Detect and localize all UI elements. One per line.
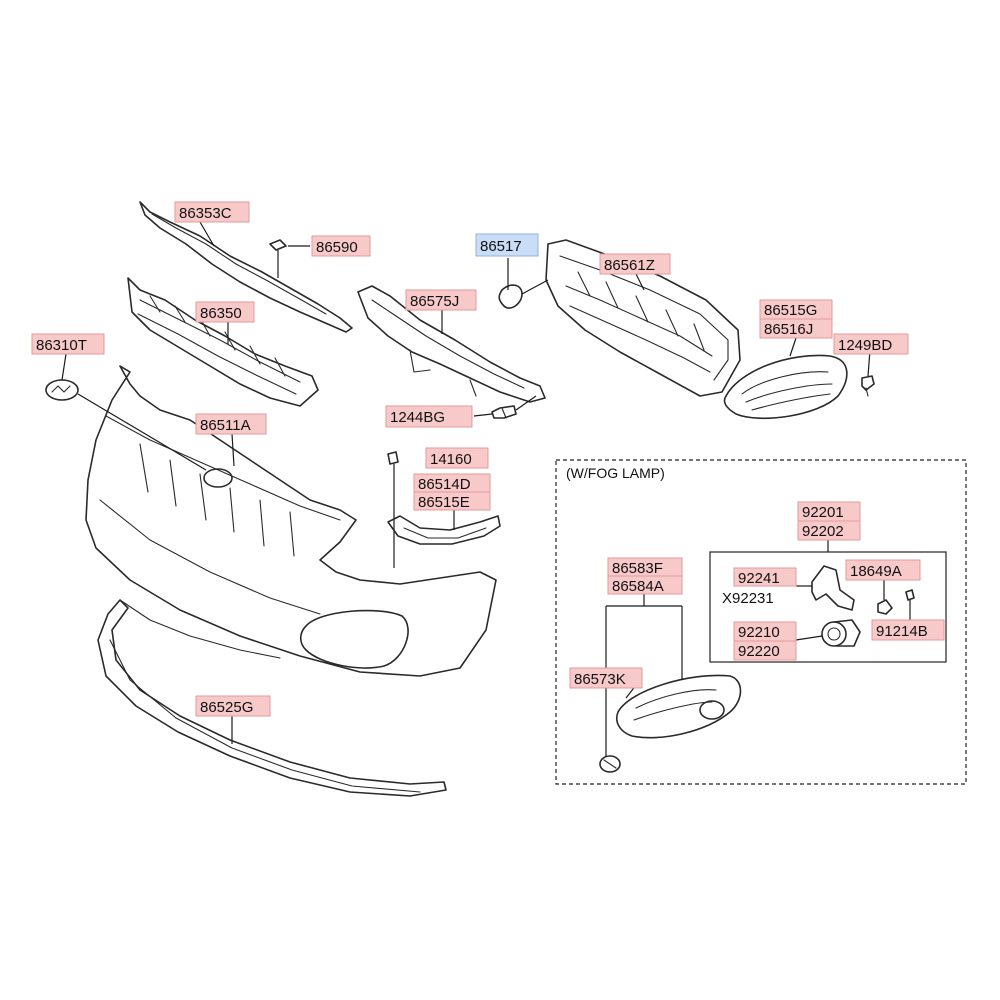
label-86590[interactable]: 86590 bbox=[311, 235, 371, 257]
label-86584A-text: 86584A bbox=[612, 578, 664, 595]
label-86353C-text: 86353C bbox=[179, 205, 232, 222]
label-86517[interactable]: 86517 bbox=[475, 233, 539, 257]
label-14160-text: 14160 bbox=[430, 451, 472, 468]
label-14160[interactable]: 14160 bbox=[425, 447, 489, 469]
label-86514D[interactable]: 86514D bbox=[413, 473, 491, 493]
part-86310T-drawing bbox=[45, 379, 79, 401]
fog-lamp-section-box bbox=[555, 459, 967, 785]
label-86310T[interactable]: 86310T bbox=[31, 333, 105, 355]
label-18649A[interactable]: 18649A bbox=[845, 559, 921, 581]
label-1244BG[interactable]: 1244BG bbox=[385, 405, 473, 428]
label-86350-text: 86350 bbox=[200, 305, 242, 322]
label-86583F[interactable]: 86583F bbox=[607, 557, 683, 577]
part-86573K-drawing bbox=[599, 755, 621, 773]
label-92210-text: 92210 bbox=[738, 624, 780, 641]
label-86573K[interactable]: 86573K bbox=[569, 667, 643, 689]
label-92241[interactable]: 92241 bbox=[733, 567, 797, 587]
label-86561Z[interactable]: 86561Z bbox=[599, 253, 671, 275]
part-86590-drawing bbox=[269, 239, 287, 278]
label-X92231-text: X92231 bbox=[722, 590, 774, 607]
part-14160-drawing bbox=[387, 451, 399, 568]
label-86575J[interactable]: 86575J bbox=[405, 289, 477, 311]
label-92220[interactable]: 92220 bbox=[733, 640, 797, 661]
label-1249BD-text: 1249BD bbox=[838, 337, 892, 354]
label-86515G[interactable]: 86515G bbox=[759, 299, 833, 320]
part-92210-drawing bbox=[821, 619, 861, 647]
label-92202[interactable]: 92202 bbox=[797, 520, 861, 541]
part-86350-drawing bbox=[127, 277, 319, 407]
part-86561Z-drawing bbox=[545, 239, 741, 397]
part-91214B-drawing bbox=[905, 589, 915, 601]
label-86516J-text: 86516J bbox=[764, 321, 813, 338]
label-86583F-text: 86583F bbox=[612, 560, 663, 577]
part-86517-drawing bbox=[498, 284, 523, 309]
label-86515E-text: 86515E bbox=[418, 494, 470, 511]
label-86515E[interactable]: 86515E bbox=[413, 491, 491, 511]
part-86583F-drawing bbox=[616, 674, 742, 739]
label-18649A-text: 18649A bbox=[850, 563, 902, 580]
label-1244BG-text: 1244BG bbox=[390, 409, 445, 426]
part-86525G-drawing bbox=[97, 599, 447, 797]
label-86516J[interactable]: 86516J bbox=[759, 318, 833, 339]
label-86561Z-text: 86561Z bbox=[604, 257, 655, 274]
label-92210[interactable]: 92210 bbox=[733, 621, 797, 642]
label-86525G[interactable]: 86525G bbox=[195, 695, 271, 717]
label-86517-text: 86517 bbox=[480, 238, 522, 255]
label-86511A-text: 86511A bbox=[200, 417, 251, 434]
label-1249BD[interactable]: 1249BD bbox=[833, 333, 909, 355]
part-1249BD-drawing bbox=[861, 375, 875, 397]
part-86511A-drawing bbox=[85, 365, 497, 677]
label-86514D-text: 86514D bbox=[418, 476, 471, 493]
label-86573K-text: 86573K bbox=[574, 671, 626, 688]
label-86525G-text: 86525G bbox=[200, 699, 253, 716]
part-86353C-drawing bbox=[139, 201, 353, 333]
label-91214B[interactable]: 91214B bbox=[871, 619, 945, 641]
label-86353C[interactable]: 86353C bbox=[174, 201, 250, 223]
part-86514D-drawing bbox=[387, 515, 501, 545]
part-18649A-drawing bbox=[877, 599, 893, 615]
label-92201[interactable]: 92201 bbox=[797, 501, 861, 522]
part-1244BG-drawing bbox=[491, 395, 537, 419]
label-86511A[interactable]: 86511A bbox=[195, 413, 267, 435]
part-86515G-drawing bbox=[723, 354, 848, 420]
label-92241-text: 92241 bbox=[738, 570, 780, 587]
leader-lines bbox=[61, 221, 911, 756]
label-92201-text: 92201 bbox=[802, 504, 844, 521]
part-86575J-drawing bbox=[357, 285, 546, 403]
label-91214B-text: 91214B bbox=[876, 623, 928, 640]
label-92202-text: 92202 bbox=[802, 523, 844, 540]
label-X92231[interactable]: X92231 bbox=[722, 590, 774, 607]
label-86590-text: 86590 bbox=[316, 239, 358, 256]
part-92241-drawing bbox=[811, 565, 855, 611]
label-86310T-text: 86310T bbox=[36, 337, 87, 354]
label-86515G-text: 86515G bbox=[764, 302, 817, 319]
label-86584A[interactable]: 86584A bbox=[607, 575, 683, 595]
label-92220-text: 92220 bbox=[738, 643, 780, 660]
label-86575J-text: 86575J bbox=[410, 293, 459, 310]
fog-lamp-section-title: (W/FOG LAMP) bbox=[566, 465, 665, 481]
label-86350[interactable]: 86350 bbox=[195, 301, 255, 323]
